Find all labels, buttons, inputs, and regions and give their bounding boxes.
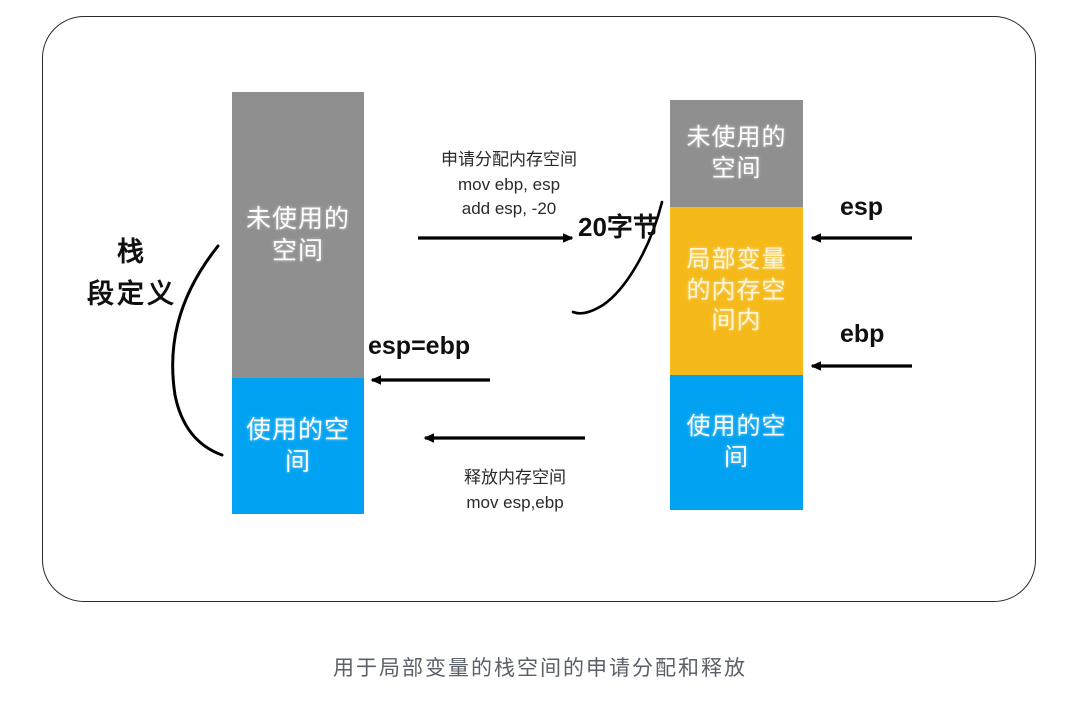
stack-section-label: 栈 段定义 [87,237,177,309]
esp-register-label: esp [840,193,884,221]
bytes-size-label: 20字节 [578,212,659,242]
right-bar-unused-segment: 未使用的 空间 [670,100,803,207]
allocate-instruction-note: 申请分配内存空间 mov ebp, esp add esp, -20 [441,150,577,219]
esp-equals-ebp-label: esp=ebp [368,332,471,360]
left-bar-used-segment: 使用的空 间 [232,378,364,514]
ebp-register-label: ebp [840,320,885,348]
diagram-caption: 用于局部变量的栈空间的申请分配和释放 [333,657,747,680]
left-memory-bar: 未使用的 空间 使用的空 间 [232,92,364,514]
right-bar-used-segment: 使用的空 间 [670,375,803,510]
left-bar-unused-segment: 未使用的 空间 [232,92,364,378]
free-instruction-note: 释放内存空间 mov esp,ebp [464,468,566,512]
right-bar-locals-segment: 局部变量 的内存空 间内 [670,207,803,375]
right-memory-bar: 未使用的 空间 局部变量 的内存空 间内 使用的空 间 [670,100,803,510]
